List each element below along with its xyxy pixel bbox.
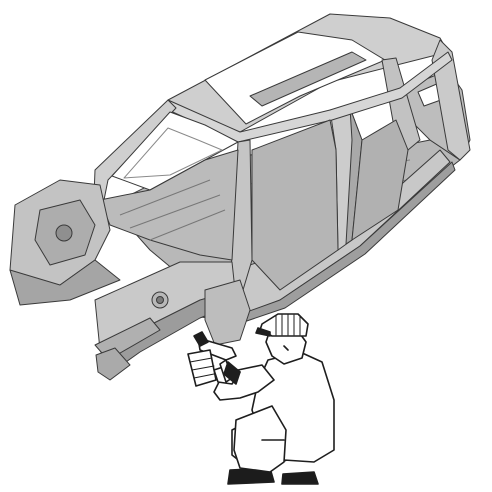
spray-gun-nozzle <box>193 331 209 347</box>
windshield-opening-inner <box>123 127 223 179</box>
d-pillar <box>431 39 471 161</box>
spray-gun-canister-bands <box>189 357 215 379</box>
spray-gun-grip <box>223 361 241 385</box>
technician-cap-stripes <box>275 313 301 336</box>
roof-cross-member <box>249 51 367 107</box>
strut-tower-hole <box>55 224 73 242</box>
technician-ear <box>283 345 289 351</box>
technician-front-leg <box>233 405 287 473</box>
technician-figure <box>187 313 335 485</box>
car-body-shell <box>9 13 471 381</box>
bumper-bracket <box>95 347 131 381</box>
technician-cap-brim <box>255 327 271 337</box>
side-sill-edge <box>229 161 456 327</box>
technician-shoe-right <box>281 471 319 485</box>
front-apron-lower <box>9 259 121 306</box>
front-door-opening <box>251 119 339 291</box>
b-pillar-shade <box>345 107 363 245</box>
spray-gun-body <box>197 337 237 361</box>
cowl-panel <box>99 149 239 261</box>
cowl-details <box>119 179 226 241</box>
suspension-mount-hole <box>156 296 164 304</box>
lower-body-junction <box>204 279 251 346</box>
spray-gun-icon <box>187 331 241 387</box>
rear-door-opening <box>351 119 409 241</box>
